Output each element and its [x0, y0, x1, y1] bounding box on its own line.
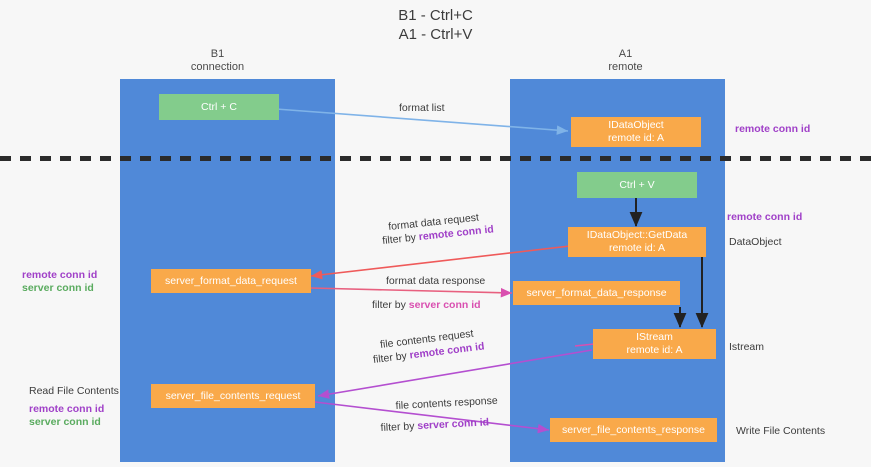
node-ctrl-v-label: Ctrl + V: [619, 178, 655, 191]
node-idataobject-remoteid: remote id: A: [607, 132, 665, 144]
side-label-dataobject: DataObject: [729, 236, 782, 248]
node-idataobject[interactable]: IDataObject remote id: A: [571, 117, 701, 147]
edge-label-file-contents-response: file contents response: [395, 394, 498, 413]
column-header-a1-sub: remote: [608, 61, 643, 73]
filter-prefix-3: filter by: [372, 349, 411, 367]
side-label-remote-conn-id-top: remote conn id: [735, 123, 811, 135]
node-ctrl-c-label: Ctrl + C: [201, 100, 237, 113]
node-server-file-contents-request[interactable]: server_file_contents_request: [151, 384, 315, 408]
title-line-1: B1 - Ctrl+C: [398, 7, 473, 24]
node-ctrl-v[interactable]: Ctrl + V: [577, 172, 697, 198]
title-line-2: A1 - Ctrl+V: [398, 26, 473, 43]
node-istream-remoteid: remote id: A: [626, 344, 683, 356]
side-label-left-server-conn-id-mid: server conn id: [22, 282, 94, 294]
node-server-format-data-request[interactable]: server_format_data_request: [151, 269, 311, 293]
side-label-left-remote-conn-id-bottom: remote conn id: [29, 403, 105, 415]
side-label-write-file-contents: Write File Contents: [736, 425, 826, 437]
column-header-b1-name: B1: [210, 48, 225, 60]
filter-prefix-2: filter by: [372, 299, 409, 311]
node-istream-label: IStream: [636, 331, 673, 343]
filter-prefix-1: filter by: [381, 231, 420, 248]
edge-label-format-list: format list: [399, 102, 445, 114]
side-label-istream: Istream: [729, 341, 765, 353]
node-getdata[interactable]: IDataObject::GetData remote id: A: [568, 227, 706, 257]
node-server-format-data-response-label: server_format_data_response: [526, 286, 667, 299]
filter-key-server-conn-id-1: server conn id: [408, 299, 481, 311]
node-server-file-contents-response[interactable]: server_file_contents_response: [550, 418, 717, 442]
node-getdata-remoteid: remote id: A: [608, 242, 666, 254]
column-header-a1-name: A1: [618, 48, 633, 60]
side-label-remote-conn-id-mid: remote conn id: [727, 211, 803, 223]
node-server-format-data-request-label: server_format_data_request: [165, 274, 297, 287]
node-idataobject-label: IDataObject: [608, 119, 664, 131]
side-label-read-file-contents: Read File Contents: [29, 385, 119, 397]
phase-separator: [0, 156, 871, 161]
edge-format-data-response: [310, 287, 513, 298]
filter-prefix-4: filter by: [380, 420, 418, 435]
node-istream[interactable]: IStream remote id: A: [593, 329, 716, 359]
edge-label-format-data-response: format data response: [386, 275, 486, 287]
side-label-left-server-conn-id-bottom: server conn id: [29, 416, 101, 428]
edge-label-format-data-response-filter: filter by server conn id: [372, 299, 481, 312]
node-getdata-label: IDataObject::GetData: [586, 229, 688, 241]
column-header-b1-sub: connection: [190, 61, 245, 73]
node-server-format-data-response[interactable]: server_format_data_response: [513, 281, 680, 305]
column-header-b1: B1 connection: [140, 48, 295, 74]
filter-key-server-conn-id-2: server conn id: [417, 416, 490, 433]
node-ctrl-c[interactable]: Ctrl + C: [159, 94, 279, 120]
edge-label-file-contents-response-filter: filter by server conn id: [380, 416, 489, 435]
page-title: B1 - Ctrl+C A1 - Ctrl+V: [0, 6, 871, 44]
node-server-file-contents-request-label: server_file_contents_request: [165, 389, 301, 402]
node-server-file-contents-response-label: server_file_contents_response: [561, 423, 705, 436]
side-label-left-remote-conn-id-mid: remote conn id: [22, 269, 98, 281]
column-header-a1: A1 remote: [548, 48, 703, 74]
